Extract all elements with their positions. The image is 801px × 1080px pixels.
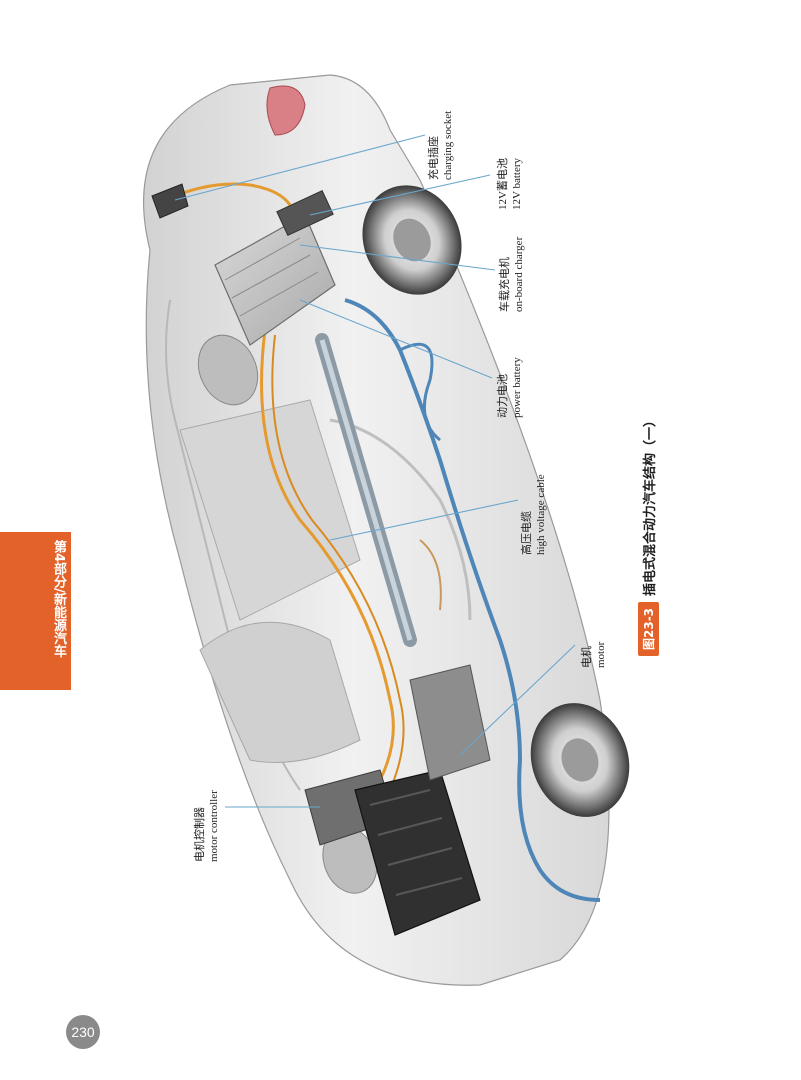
- label-motor: 电机 motor: [580, 642, 608, 668]
- section-side-tab: 第4部分/新能源汽车: [0, 532, 71, 690]
- blue-coolant-line: [344, 298, 601, 902]
- figure-caption: 图23-3 插电式混合动力汽车结构（一）: [638, 414, 659, 656]
- label-motor-cn: 电机: [581, 646, 593, 668]
- leader-on-board-charger: [299, 244, 496, 271]
- label-12v-battery-cn: 12V蓄电池: [497, 158, 509, 210]
- label-12v-battery-en: 12V battery: [511, 157, 523, 210]
- label-motor-controller-en: motor controller: [208, 790, 220, 862]
- front-left-wheel: [197, 334, 259, 406]
- leader-motor: [459, 644, 576, 756]
- charging-socket-part: [151, 183, 189, 219]
- drive-shaft: [315, 333, 417, 647]
- leader-lines: [174, 134, 576, 808]
- figure-tag: 图23-3: [638, 601, 659, 656]
- leader-12v-battery: [309, 174, 491, 216]
- page-number: 230: [66, 1015, 100, 1049]
- rear-right-wheel: [530, 703, 630, 817]
- label-power-battery: 动力电池 power battery: [496, 357, 524, 418]
- figure-title: 插电式混合动力汽车结构（一）: [643, 413, 658, 596]
- label-on-board-charger: 车载充电机 on-board charger: [498, 237, 526, 312]
- label-power-battery-en: power battery: [511, 357, 523, 418]
- label-on-board-charger-cn: 车载充电机: [499, 257, 511, 312]
- label-12v-battery: 12V蓄电池 12V battery: [496, 158, 524, 210]
- orange-hv-cable: [164, 182, 405, 786]
- leader-high-voltage-cable: [329, 499, 519, 541]
- label-motor-controller-cn: 电机控制器: [194, 807, 206, 862]
- label-high-voltage-cable: 高压电缆 high voltage cable: [520, 474, 548, 555]
- label-charging-socket-cn: 充电插座: [428, 136, 440, 180]
- label-motor-en: motor: [595, 641, 607, 668]
- label-motor-controller: 电机控制器 motor controller: [193, 790, 221, 862]
- power-battery-pack: [214, 189, 336, 346]
- front-right-wheel: [362, 185, 462, 295]
- section-side-tab-text: 第4部分/新能源汽车: [51, 540, 66, 658]
- label-power-battery-cn: 动力电池: [497, 374, 509, 418]
- label-on-board-charger-en: on-board charger: [513, 236, 525, 312]
- label-high-voltage-cable-cn: 高压电缆: [521, 511, 533, 555]
- label-charging-socket-en: charging socket: [442, 110, 454, 180]
- label-charging-socket: 充电插座 charging socket: [427, 111, 455, 180]
- leader-charging-socket: [174, 134, 426, 201]
- label-high-voltage-cable-en: high voltage cable: [535, 474, 547, 555]
- motor-engine-block: [354, 664, 491, 936]
- leader-power-battery: [299, 299, 493, 379]
